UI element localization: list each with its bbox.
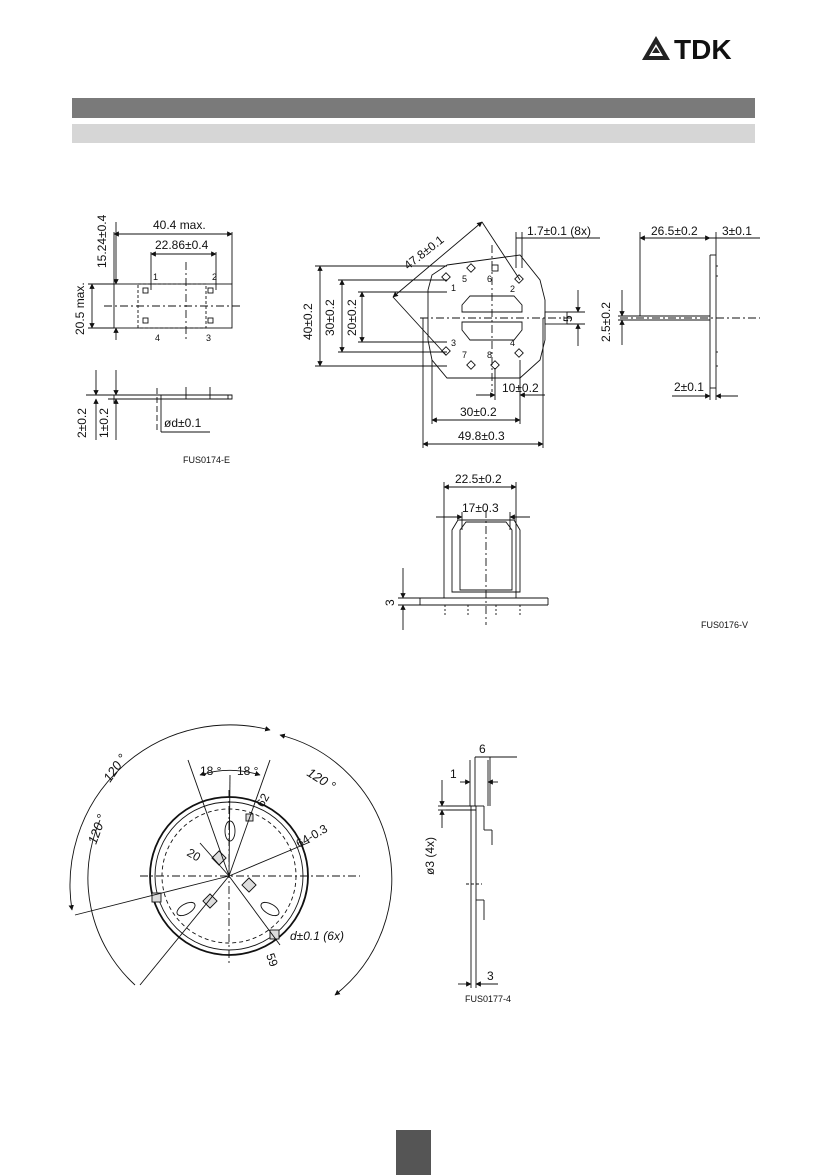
figure-2-labels: 47.8±0.1 1.7±0.1 (8x) 26.5±0.2 3±0.1 40±… <box>301 224 752 630</box>
fig3-label-1: 1 <box>450 767 457 781</box>
fig2-pin-7: 7 <box>462 350 467 360</box>
fig2-label-49: 49.8±0.3 <box>458 429 505 443</box>
tdk-logo-icon: TDK <box>642 34 732 65</box>
fig1-label-15: 15.24±0.4 <box>95 214 109 268</box>
fig3-label-20: 20 <box>185 845 204 864</box>
fig1-pin-label-2: 2 <box>212 272 217 282</box>
fig2-label-20: 20±0.2 <box>345 299 359 336</box>
fig2-label-40: 40±0.2 <box>301 303 315 340</box>
fig3-code: FUS0177-4 <box>465 994 511 1004</box>
fig3-slot-top <box>224 820 236 842</box>
fig2-label-2-0: 2±0.1 <box>674 380 704 394</box>
section-bar-light <box>72 124 755 143</box>
fig2-label-5: 5 <box>561 315 575 322</box>
fig2-label-2-5: 2.5±0.2 <box>599 302 613 342</box>
fig1-label-40: 40.4 max. <box>153 218 206 232</box>
fig3-label-120-b: 120 ° <box>304 765 338 794</box>
fig2-label-30h: 30±0.2 <box>460 405 497 419</box>
fig2-pin-5: 5 <box>462 274 467 284</box>
fig3-label-62: 62 <box>253 791 272 810</box>
fig1-pin-label-3: 3 <box>206 333 211 343</box>
figure-3 <box>68 724 517 996</box>
fig1-label-d: ød±0.1 <box>164 416 202 430</box>
fig1-code: FUS0174-E <box>183 455 230 465</box>
figure-2 <box>315 221 760 630</box>
fig2-label-3-bottom: 3 <box>383 599 397 606</box>
fig2-label-26: 26.5±0.2 <box>651 224 698 238</box>
fig1-label-20: 20.5 max. <box>73 282 87 335</box>
fig3-label-d: d±0.1 (6x) <box>290 929 344 943</box>
fig3-label-120-c: 120 ° <box>85 812 110 846</box>
fig3-label-120-a: 120 ° <box>100 751 130 785</box>
figure-3-labels: 120 ° 120 ° 120 ° 18 ° 18 ° 62 64-0.3 20… <box>85 742 511 1004</box>
fig2-code: FUS0176-V <box>701 620 748 630</box>
fig1-pin-1 <box>142 287 149 294</box>
fig2-pin-3: 3 <box>451 338 456 348</box>
fig3-label-18-a: 18 ° <box>200 764 222 778</box>
fig3-label-6: 6 <box>479 742 486 756</box>
brand-text: TDK <box>674 34 732 64</box>
fig1-pin-label-1: 1 <box>153 272 158 282</box>
tdk-logo: TDK <box>640 32 758 65</box>
fig2-pin-6: 6 <box>487 274 492 284</box>
fig1-pin-3 <box>207 317 214 324</box>
figure-1-labels: 15.24±0.4 40.4 max. 22.86±0.4 20.5 max. … <box>73 214 230 465</box>
fig2-tab <box>544 311 568 325</box>
fig2-pin-8: 8 <box>487 350 492 360</box>
fig2-bottom-body <box>451 519 521 593</box>
fig2-label-1-7: 1.7±0.1 (8x) <box>527 224 591 238</box>
fig2-hole-bottom <box>461 321 523 341</box>
fig1-pin-label-4: 4 <box>155 333 160 343</box>
fig2-pin-4: 4 <box>510 338 515 348</box>
fig1-pin-2 <box>207 287 214 294</box>
fig2-pin-2: 2 <box>510 284 515 294</box>
fig3-label-18-b: 18 ° <box>237 764 259 778</box>
fig1-pin-4 <box>142 317 149 324</box>
fig3-label-o3: ø3 (4x) <box>423 837 437 875</box>
fig3-label-3: 3 <box>487 969 494 983</box>
fig3-slot-right <box>260 901 280 917</box>
figure-1 <box>86 222 240 440</box>
fig2-label-10: 10±0.2 <box>502 381 539 395</box>
fig1-label-2: 2±0.2 <box>75 408 89 438</box>
section-bar-dark <box>72 98 755 118</box>
page-number-box <box>396 1130 431 1175</box>
fig2-label-22-5: 22.5±0.2 <box>455 472 502 486</box>
fig2-pin-1: 1 <box>451 283 456 293</box>
fig2-label-3: 3±0.1 <box>722 224 752 238</box>
fig1-label-1: 1±0.2 <box>97 408 111 438</box>
fig2-label-30v: 30±0.2 <box>323 299 337 336</box>
fig2-label-17: 17±0.3 <box>462 501 499 515</box>
fig3-label-59: 59 <box>263 951 281 969</box>
fig3-label-64: 64-0.3 <box>294 821 331 850</box>
fig1-label-22: 22.86±0.4 <box>155 238 209 252</box>
fig3-slot-left <box>176 901 196 917</box>
